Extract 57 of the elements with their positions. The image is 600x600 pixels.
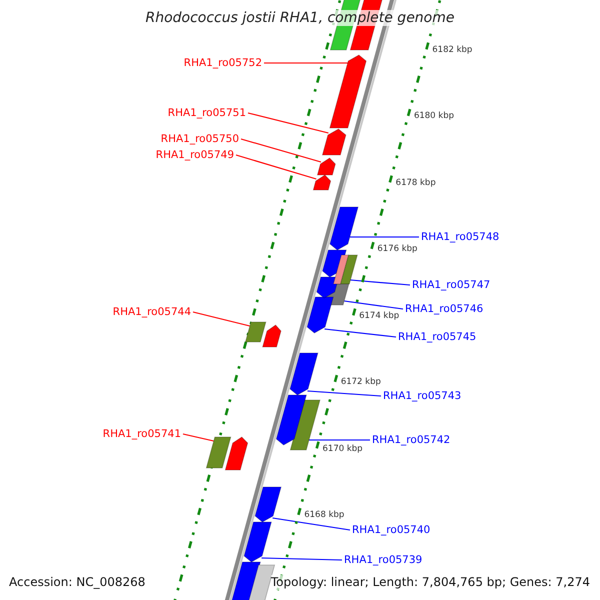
leader-line: [240, 138, 322, 163]
scale-label: 6182 kbp: [432, 44, 472, 56]
scale-label: 6174 kbp: [359, 310, 400, 322]
gene-label: RHA1_ro05752: [184, 56, 262, 70]
leader-line: [324, 328, 396, 338]
gene-label: RHA1_ro05745: [398, 330, 476, 344]
leader-line: [236, 154, 316, 180]
gene-label: RHA1_ro05744: [112, 306, 191, 318]
leader-line: [307, 390, 382, 397]
leader-line: [264, 62, 348, 64]
gene-label: RHA1_ro05739: [344, 554, 422, 566]
gene-block: [290, 352, 318, 396]
gene-block: [329, 206, 359, 250]
leader-line: [248, 112, 329, 134]
gene-label: RHA1_ro05741: [102, 428, 181, 440]
gene-block: [254, 486, 282, 522]
gene-block: [244, 322, 266, 342]
gene-block: [224, 436, 248, 470]
scale-label: 6170 kbp: [322, 444, 363, 454]
genome-stats-text: Topology: linear; Length: 7,804,765 bp; Genes: 7,274: [270, 574, 590, 590]
leader-line: [272, 517, 350, 531]
gene-block: [316, 157, 336, 176]
gene-block: [329, 54, 367, 128]
gene-block: [206, 436, 232, 468]
scale-label: 6178 kbp: [396, 178, 436, 188]
gene-block: [228, 562, 261, 600]
gene-label: RHA1_ro05750: [160, 132, 239, 146]
gene-block: [332, 254, 349, 284]
gene-label: RHA1_ro05746: [405, 302, 484, 316]
gene-block: [322, 128, 346, 156]
gene-block: [262, 324, 282, 348]
gene-block: [290, 400, 321, 450]
gene-label: RHA1_ro05751: [168, 106, 246, 120]
leader-line: [182, 433, 214, 442]
scale-label: 6168 kbp: [304, 510, 344, 521]
gene-block: [306, 296, 334, 334]
title: Rhodococcus jostii RHA1, complete genome: [143, 10, 457, 26]
gene-block: [276, 394, 307, 446]
gene-block: [244, 522, 272, 562]
leader-line: [192, 311, 250, 327]
accession-text: Accession: NC_008268: [9, 574, 146, 590]
gene-label: RHA1_ro05740: [352, 524, 430, 536]
leader-line: [350, 236, 419, 238]
leader-line: [262, 557, 342, 561]
gene-label: RHA1_ro05747: [412, 278, 490, 292]
leader-line: [309, 439, 370, 441]
gene-block: [316, 276, 340, 298]
scale-label: 6172 kbp: [340, 377, 381, 388]
gene-label: RHA1_ro05742: [372, 434, 450, 446]
leader-line: [350, 279, 410, 286]
scale-label: 6180 kbp: [414, 111, 454, 122]
leader-line: [344, 300, 404, 310]
gene-block: [312, 174, 332, 190]
scale-label: 6176 kbp: [377, 244, 418, 255]
gene-label: RHA1_ro05748: [421, 230, 500, 244]
gene-label: RHA1_ro05743: [383, 390, 462, 402]
gene-label: RHA1_ro05749: [156, 148, 234, 162]
